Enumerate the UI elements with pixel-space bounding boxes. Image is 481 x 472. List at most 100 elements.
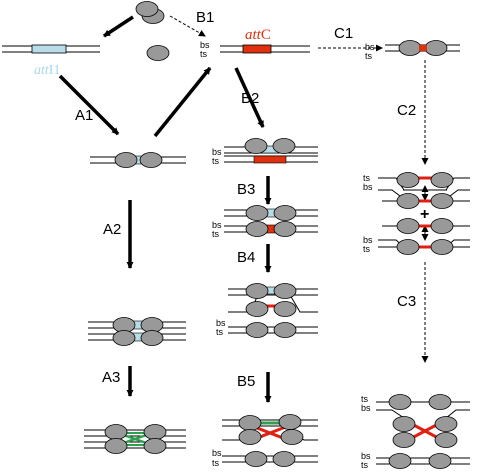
integrase-protein <box>388 394 412 410</box>
integrase-protein <box>392 432 416 448</box>
atti1-label: attI1 <box>34 63 60 78</box>
attc-bound-complex <box>385 40 460 56</box>
label-a3: A3 <box>102 369 120 386</box>
strand-ts: ts <box>361 394 369 404</box>
label-a1: A1 <box>75 107 93 124</box>
strand-ts: ts <box>212 458 220 468</box>
label-a2: A2 <box>103 221 121 238</box>
integrase-protein <box>273 205 297 221</box>
strand-bs: bs <box>365 42 375 52</box>
integrase-protein <box>396 193 420 209</box>
strand-bs: bs <box>216 318 226 328</box>
integrase-protein <box>140 330 164 346</box>
integrase-protein <box>272 451 296 467</box>
binding-arrow <box>103 15 134 38</box>
plus-sign: + <box>420 206 429 223</box>
attc-dna <box>220 44 310 54</box>
strand-bs: bs <box>212 220 222 230</box>
integrase-protein <box>273 221 297 237</box>
arrow-a1 <box>58 74 120 136</box>
label-b1: B1 <box>196 9 214 26</box>
integrase-protein <box>424 40 448 56</box>
integrase-protein <box>396 239 420 255</box>
arrow-b1 <box>169 15 206 37</box>
integrase-protein <box>396 172 420 188</box>
integrase-protein <box>245 205 269 221</box>
integrase-protein <box>244 138 268 154</box>
b5-strand-exchange <box>222 414 318 467</box>
integrase-protein <box>273 301 297 317</box>
integrase-protein <box>430 218 454 234</box>
label-b4: B4 <box>237 249 255 266</box>
strand-bs: bs <box>200 40 210 50</box>
atti1-complex <box>90 152 186 168</box>
strand-ts: ts <box>212 229 220 239</box>
integrase-protein <box>244 451 268 467</box>
strand-bs: bs <box>363 182 373 192</box>
strand-ts: ts <box>200 49 208 59</box>
integrase-protein <box>430 172 454 188</box>
c2-hairpin-synapse <box>378 172 470 209</box>
a2-synapse <box>88 317 186 346</box>
strand-ts: ts <box>365 51 373 61</box>
integrase-protein <box>388 453 412 469</box>
atti1-dna <box>2 44 100 54</box>
label-b2: B2 <box>241 90 259 107</box>
integrase-protein <box>143 424 167 440</box>
strand-bs: bs <box>212 448 222 458</box>
integrase-protein <box>238 415 262 431</box>
integrase-protein <box>104 438 128 454</box>
a3-strand-exchange <box>84 424 186 454</box>
label-c1: C1 <box>334 25 353 42</box>
integrase-protein <box>104 424 128 440</box>
b4-cleavage <box>228 283 318 338</box>
integrase-protein <box>146 45 170 61</box>
integrase-protein <box>428 394 452 410</box>
arrow-b2 <box>234 67 265 128</box>
strand-ts: ts <box>363 244 371 254</box>
strand-bs: bs <box>361 403 371 413</box>
label-c3: C3 <box>397 293 416 310</box>
integrase-protein <box>273 283 297 299</box>
integrase-protein <box>245 322 269 338</box>
integrase-protein <box>143 438 167 454</box>
strand-bs: bs <box>361 451 371 461</box>
label-c2: C2 <box>397 102 416 119</box>
integrase-protein <box>392 416 416 432</box>
integrase-protein <box>430 239 454 255</box>
strand-bs: bs <box>363 235 373 245</box>
integrase-protein <box>238 429 262 445</box>
b3-synapse <box>224 205 318 237</box>
integrase-protein <box>245 221 269 237</box>
integrase-protein <box>112 330 136 346</box>
integrase-protein <box>434 432 458 448</box>
c2-hairpin-synapse-lower <box>378 218 470 255</box>
arrow-to-attc <box>153 66 212 138</box>
strand-ts: ts <box>363 173 371 183</box>
integrase-protein <box>114 152 138 168</box>
integrase-protein <box>428 453 452 469</box>
integrase-protein <box>273 322 297 338</box>
attc-label: attC <box>245 27 271 43</box>
c3-strand-exchange <box>376 394 470 469</box>
atti1-site <box>31 44 67 54</box>
strand-ts: ts <box>212 156 220 166</box>
strand-ts: ts <box>361 460 369 470</box>
integrase-protein <box>398 40 422 56</box>
integrase-protein <box>434 416 458 432</box>
integrase-protein <box>245 301 269 317</box>
integrase-protein <box>135 1 159 17</box>
integrase-protein <box>245 283 269 299</box>
integrase-protein <box>139 152 163 168</box>
integrase-protein <box>278 414 302 430</box>
integrase-protein <box>272 138 296 154</box>
b2-complex <box>224 138 318 164</box>
label-b3: B3 <box>237 181 255 198</box>
strand-bs: bs <box>212 147 222 157</box>
strand-ts: ts <box>216 327 224 337</box>
attc-site <box>242 44 272 54</box>
integrase-protein <box>280 429 304 445</box>
integrase-protein <box>396 218 420 234</box>
label-b5: B5 <box>237 373 255 390</box>
